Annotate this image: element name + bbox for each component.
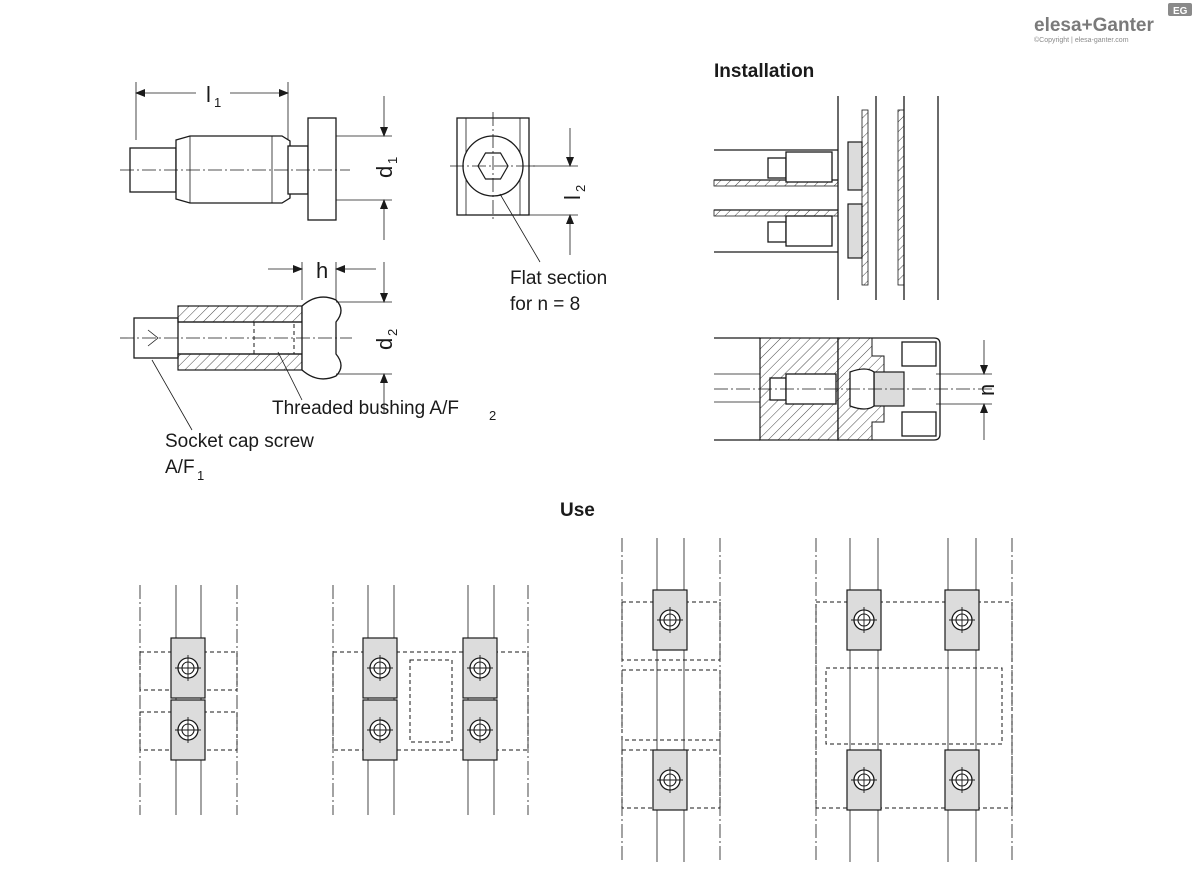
socket-cap-sub: 1 <box>197 468 204 483</box>
end-view-flat-section: l 2 <box>450 112 588 263</box>
dim-d2-label: d <box>372 338 397 350</box>
dim-l1-label: l <box>206 82 211 107</box>
threaded-bushing-sub: 2 <box>489 408 496 423</box>
use-example-2 <box>332 585 529 815</box>
socket-cap-label-1: Socket cap screw <box>165 431 314 452</box>
dim-h-label: h <box>316 258 328 283</box>
use-heading: Use <box>560 500 595 521</box>
installation-heading: Installation <box>714 61 814 82</box>
use-example-3 <box>621 538 721 862</box>
socket-cap-label-2: A/F <box>165 457 195 478</box>
flat-section-label-1: Flat section <box>510 268 607 289</box>
dim-l2-sub: 2 <box>573 185 588 192</box>
logo-text: elesa+Ganter <box>1034 15 1154 36</box>
threaded-bushing-label: Threaded bushing A/F <box>272 398 459 419</box>
side-view-assembled: l 1 d 1 <box>120 80 400 240</box>
dim-d1-sub: 1 <box>385 157 400 164</box>
dim-l2-label: l <box>560 195 585 200</box>
brand-logo: elesa+Ganter EG ©Copyright | elesa-gante… <box>1034 3 1192 44</box>
installation-section-view: n <box>714 337 999 441</box>
section-view: h d 2 <box>120 258 400 431</box>
logo-badge-icon <box>1168 3 1192 16</box>
dim-n-label: n <box>974 384 999 396</box>
dim-d1-label: d <box>372 166 397 178</box>
use-example-4 <box>815 538 1013 862</box>
dim-d2-sub: 2 <box>385 329 400 336</box>
logo-badge-text: EG <box>1173 6 1188 17</box>
flat-section-label-2: for n = 8 <box>510 294 580 315</box>
dim-l1-sub: 1 <box>214 95 221 110</box>
copyright-text: ©Copyright | elesa-ganter.com <box>1034 36 1129 44</box>
installation-top-view <box>713 96 939 300</box>
use-example-1 <box>139 585 238 815</box>
